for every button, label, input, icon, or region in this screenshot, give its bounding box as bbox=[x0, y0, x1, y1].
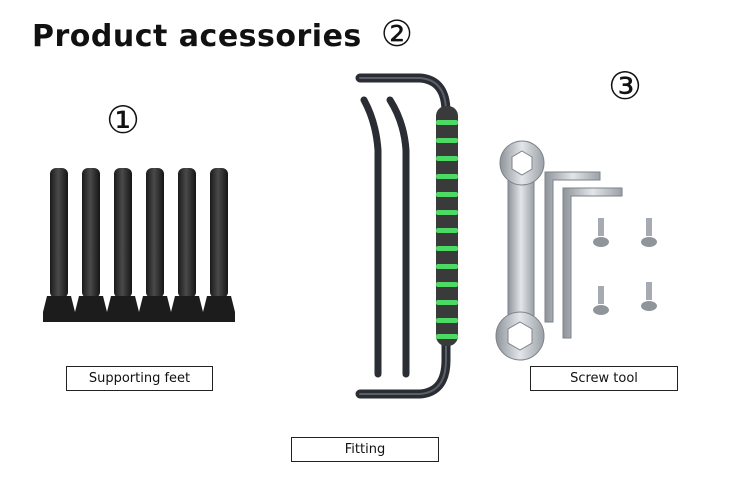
wrench-icon bbox=[495, 140, 545, 361]
label-fitting: Fitting bbox=[291, 437, 439, 462]
supporting-foot-icon bbox=[43, 168, 75, 322]
marker-fitting: ② bbox=[380, 14, 414, 55]
supporting-foot-icon bbox=[203, 168, 235, 322]
supporting-foot-icon bbox=[171, 168, 203, 322]
label-supporting-feet-text: Supporting feet bbox=[88, 371, 191, 386]
title-text: Product acessories bbox=[32, 19, 362, 54]
handle-bar-icon bbox=[355, 73, 451, 399]
hex-key-icon bbox=[562, 187, 623, 339]
label-supporting-feet: Supporting feet bbox=[66, 366, 213, 391]
supporting-foot-icon bbox=[107, 168, 139, 322]
foam-grip-icon bbox=[436, 106, 458, 346]
label-screw-tool-text: Screw tool bbox=[570, 371, 638, 386]
hex-key-icon bbox=[544, 171, 601, 323]
screw-icon bbox=[593, 218, 609, 247]
supporting-foot-icon bbox=[139, 168, 171, 322]
screw-icon bbox=[641, 282, 657, 311]
label-fitting-text: Fitting bbox=[344, 442, 386, 457]
supporting-foot-icon bbox=[75, 168, 107, 322]
screw-icon bbox=[641, 218, 657, 247]
label-screw-tool: Screw tool bbox=[530, 366, 678, 391]
page-title: Product acessories ② bbox=[32, 14, 414, 55]
marker-tools: ③ bbox=[608, 64, 643, 108]
supporting-feet-group bbox=[43, 168, 235, 322]
screw-icon bbox=[593, 286, 609, 315]
marker-feet: ① bbox=[106, 98, 141, 142]
